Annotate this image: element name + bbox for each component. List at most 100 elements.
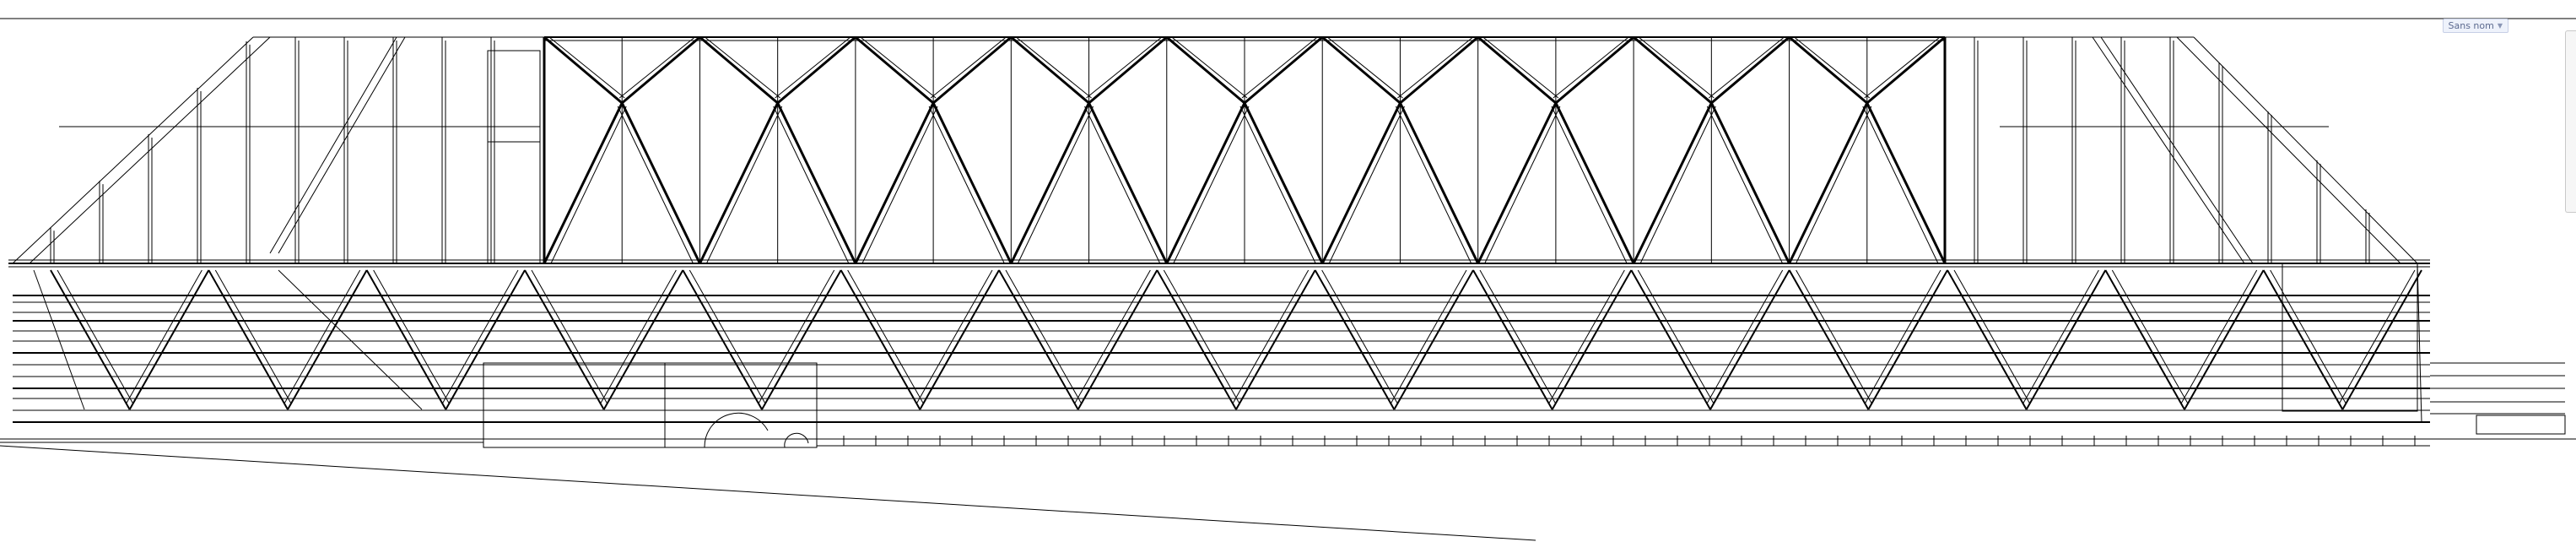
terrain-slope-line (0, 445, 1536, 541)
arch-opening (704, 412, 769, 448)
lower-web-diagonal (682, 269, 763, 410)
left-inclined-member (12, 36, 254, 264)
upper-diagonal-inner (1241, 36, 1318, 99)
upper-diagonal (1321, 35, 1401, 105)
lower-web-diagonal-inner (1074, 269, 1151, 404)
upper-diagonal-inner (1086, 36, 1163, 99)
upper-diagonal (1244, 35, 1324, 105)
lower-web-diagonal (445, 269, 526, 410)
upper-diagonal (1165, 35, 1245, 105)
upper-diagonal-inner (1326, 36, 1403, 99)
main-diagonal (1243, 102, 1324, 264)
main-diagonal-inner (1706, 106, 1784, 264)
left-brace (269, 36, 397, 254)
view-name-tag[interactable]: Sans nom ▼ (2442, 19, 2508, 33)
main-diagonal (1399, 102, 1480, 264)
upper-diagonal (1088, 35, 1168, 105)
lower-web-diagonal-inner (57, 269, 134, 404)
lower-web-diagonal (1630, 269, 1711, 410)
lower-web-diagonal (1788, 269, 1870, 410)
lower-web-diagonal-inner (1005, 269, 1083, 404)
right-brace (2100, 36, 2254, 264)
main-diagonal-inner (928, 106, 1005, 264)
lower-web-diagonal-inner (1864, 269, 1941, 404)
lower-web-diagonal (1551, 269, 1633, 410)
navigation-bar[interactable] (2565, 30, 2576, 213)
lower-web-diagonal (1156, 269, 1237, 410)
upper-diagonal-inner (1709, 36, 1785, 99)
lower-web-diagonals (50, 269, 2422, 410)
right-ramp-structure (1945, 36, 2422, 423)
lower-web-diagonal-inner (847, 269, 924, 404)
main-diagonal (543, 102, 624, 264)
main-diagonal-inner (1639, 106, 1716, 264)
upper-diagonal (854, 35, 935, 105)
main-diagonal (1632, 102, 1713, 264)
left-brace (278, 36, 406, 254)
main-diagonal (1788, 102, 1869, 264)
upper-diagonal-inner (1482, 36, 1559, 99)
lower-web-diagonal (1314, 269, 1396, 410)
lower-web-diagonal (50, 269, 131, 410)
lower-web-diagonal (524, 269, 605, 410)
lower-web-diagonal-inner (531, 269, 608, 404)
lower-web-diagonal (2262, 269, 2344, 410)
lower-web-diagonal-inner (373, 269, 450, 404)
chevron-down-icon[interactable]: ▼ (2497, 22, 2503, 30)
upper-diagonal (1633, 35, 1713, 105)
abutment-block (483, 362, 818, 448)
left-lower-brace (278, 269, 423, 410)
lower-web-diagonal-inner (284, 269, 361, 404)
main-diagonal (932, 102, 1013, 264)
main-diagonal (699, 102, 780, 264)
upper-diagonal-inner (548, 36, 625, 99)
lower-web-diagonal-inner (1163, 269, 1240, 404)
right-inclined-member (2176, 36, 2401, 264)
lower-web-diagonal (365, 269, 447, 410)
view-name-label: Sans nom (2448, 20, 2494, 31)
lower-web-diagonal-inner (915, 269, 993, 404)
right-brace (2092, 36, 2245, 264)
main-diagonal-inner (1239, 106, 1316, 264)
main-diagonal-inner (617, 106, 694, 264)
upper-diagonal-inner (618, 36, 695, 99)
lower-web-diagonal (602, 269, 684, 410)
lower-web-diagonal-inner (758, 269, 835, 404)
lower-web-diagonal-inner (2270, 269, 2346, 404)
truss-verticals (543, 37, 1947, 263)
small-arch (784, 432, 809, 448)
lower-web-diagonal (128, 269, 210, 410)
main-diagonal-inner (1017, 106, 1094, 264)
deck-end-block (2476, 415, 2566, 435)
lower-web-diagonal (1947, 269, 2028, 410)
upper-diagonal-inner (1016, 36, 1092, 99)
lower-web-diagonal-inner (2338, 269, 2416, 404)
main-diagonal-inner (773, 106, 850, 264)
main-diagonal (1009, 102, 1090, 264)
lower-web-diagonal-inner (1953, 269, 2031, 404)
main-diagonal (1320, 102, 1401, 264)
upper-diagonal (1554, 35, 1635, 105)
main-diagonal-inner (1395, 106, 1472, 264)
upper-diagonal-inner (1171, 36, 1248, 99)
lower-web-diagonal (2104, 269, 2185, 410)
main-diagonal (1866, 102, 1947, 264)
main-diagonal (1165, 102, 1246, 264)
upper-diagonal (1399, 35, 1479, 105)
lower-web-diagonal-inner (1548, 269, 1625, 404)
lower-web-diagonal (1472, 269, 1553, 410)
upper-diagonal-inner (705, 36, 780, 99)
lower-web-diagonal-inner (126, 269, 203, 404)
upper-diagonal (932, 35, 1013, 105)
main-diagonal-inner (1084, 106, 1161, 264)
lower-web-diagonal-inner (1706, 269, 1784, 404)
lower-web-diagonal-inner (1232, 269, 1310, 404)
upper-diagonal-inner (1794, 36, 1871, 99)
main-diagonal (1477, 102, 1558, 264)
main-diagonal-inner (1173, 106, 1250, 264)
lower-web-diagonal (2341, 269, 2422, 410)
main-diagonal-inner (1862, 106, 1939, 264)
right-inclined-member (2193, 36, 2418, 264)
